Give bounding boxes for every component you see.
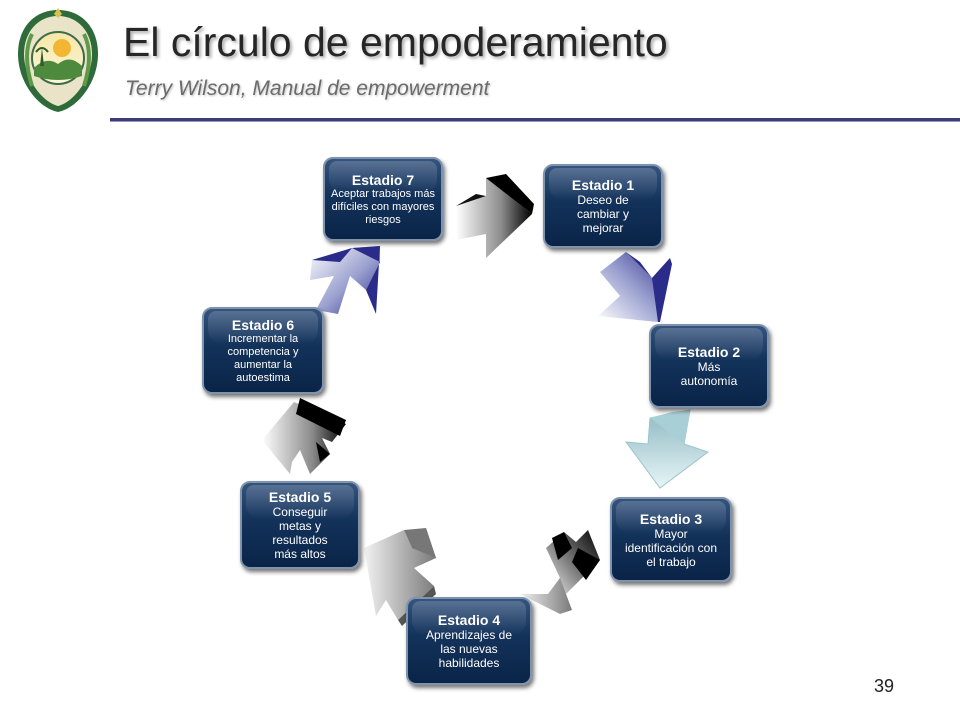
stage-4-box: Estadio 4 Aprendizajes de las nuevas hab… [406,597,532,685]
arrow-stage5-to-stage6 [262,398,346,474]
stage-1-title: Estadio 1 [571,177,635,193]
stage-6-box: Estadio 6 Incrementar la competencia y a… [202,307,324,394]
stage-2-description: Más autonomía [680,360,738,388]
stage-5-title: Estadio 5 [268,489,332,505]
stage-2-box: Estadio 2 Más autonomía [649,324,769,408]
stage-6-title: Estadio 6 [231,316,295,333]
stage-6-description: Incrementar la competencia y aumentar la… [227,332,299,384]
slide-subtitle: Terry Wilson, Manual de empowerment [125,77,490,100]
stage-3-title: Estadio 3 [639,510,703,527]
title-divider-shadow [110,121,960,122]
page-number: 39 [874,676,895,696]
stage-1-description: Deseo de cambiar y mejorar [576,193,629,235]
university-seal-logo [18,8,98,112]
stage-5-box: Estadio 5 Conseguir metas y resultados m… [240,481,360,569]
stage-1-box: Estadio 1 Deseo de cambiar y mejorar [543,164,663,248]
stage-7-description: Aceptar trabajos más difíciles con mayor… [331,187,435,226]
stage-7-title: Estadio 7 [351,171,415,188]
stage-5-description: Conseguir metas y resultados más altos [272,505,328,561]
slide-title: El círculo de empoderamiento [123,19,668,65]
arrow-stage2-to-stage3 [624,409,710,489]
title-divider [110,118,960,121]
arrow-stage3-to-stage4 [520,530,600,614]
arrow-stage6-to-stage7 [310,246,380,314]
stage-7-box: Estadio 7 Aceptar trabajos más difíciles… [323,157,443,241]
stage-3-box: Estadio 3 Mayor identificación con el tr… [610,497,732,582]
arrow-stage1-to-stage2 [598,252,672,322]
stage-3-description: Mayor identificación con el trabajo [624,526,718,569]
stage-4-description: Aprendizajes de las nuevas habilidades [425,628,513,670]
stage-2-title: Estadio 2 [677,344,741,360]
arrow-stage7-to-stage1 [456,174,534,258]
stage-4-title: Estadio 4 [437,612,501,628]
